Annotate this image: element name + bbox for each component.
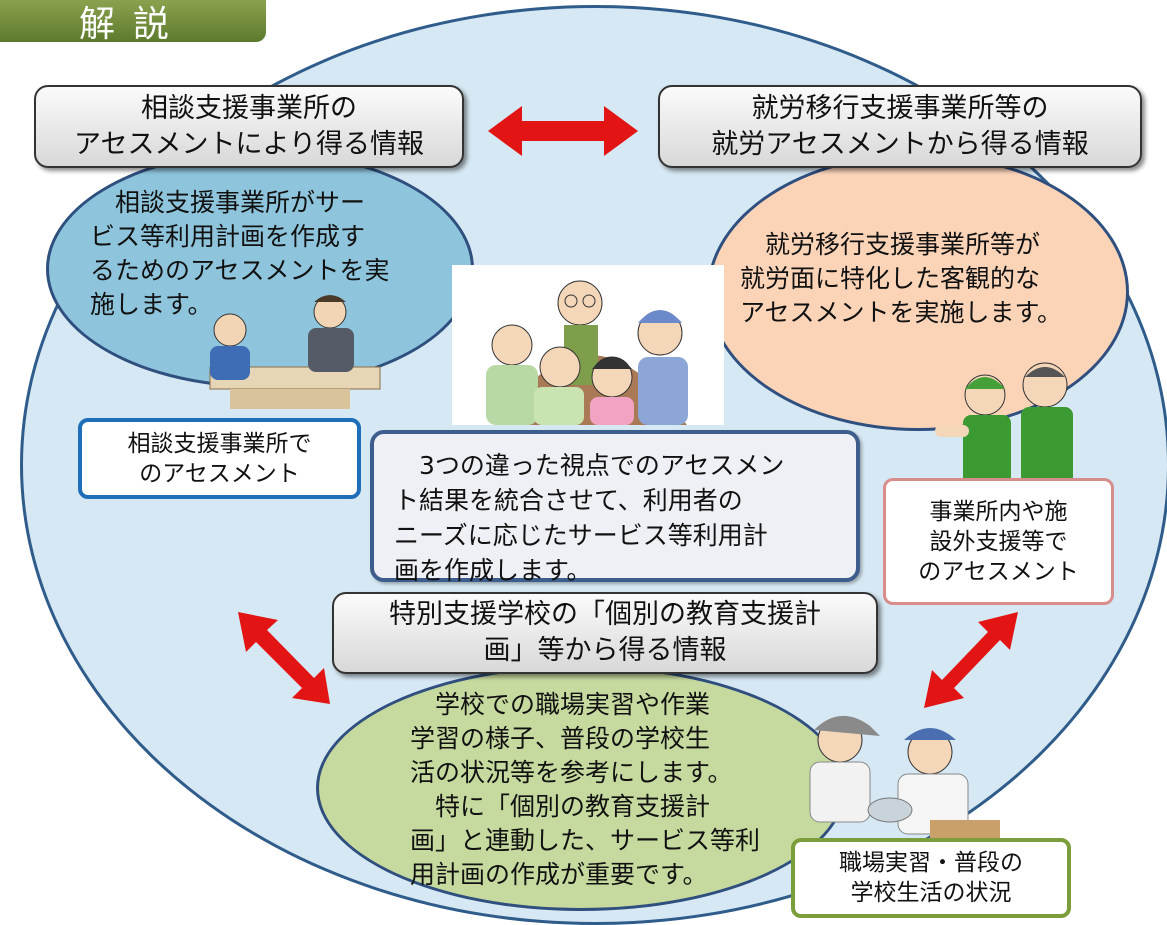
work-label: 事業所内や施 設外支援等で のアセスメント xyxy=(883,478,1114,605)
arrow-consult-school xyxy=(238,612,330,704)
consult-illustration xyxy=(209,295,381,409)
school-ellipse-text: 学校での職場実習や作業 学習の様子、普段の学校生 活の状況等を参考にします。 特… xyxy=(410,690,761,889)
arrow-consult-work xyxy=(488,106,638,156)
school-label: 職場実習・普段の 学校生活の状況 xyxy=(791,838,1071,918)
consult-header: 相談支援事業所の アセスメントにより得る情報 xyxy=(34,85,464,168)
consult-ellipse-text: 相談支援事業所がサー ビス等利用計画を作成す るためのアセスメントを実 施します… xyxy=(90,188,390,319)
consult-label: 相談支援事業所で のアセスメント xyxy=(78,418,361,499)
work-ellipse-text: 就労移行支援事業所等が 就労面に特化した客観的な アセスメントを実施します。 xyxy=(740,230,1063,327)
group-illustration xyxy=(452,265,724,425)
work-header: 就労移行支援事業所等の 就労アセスメントから得る情報 xyxy=(658,85,1142,168)
arrow-work-school xyxy=(924,612,1018,708)
school-ellipse xyxy=(316,665,846,911)
school-header: 特別支援学校の「個別の教育支援計 画」等から得る情報 xyxy=(332,592,878,674)
work-illustration xyxy=(935,362,1073,485)
center-summary: 3つの違った視点でのアセスメン ト結果を統合させて、利用者の ニーズに応じたサー… xyxy=(370,430,860,585)
consult-ellipse xyxy=(46,150,474,388)
section-tag: 解説 xyxy=(0,0,266,45)
school-illustration xyxy=(809,715,1000,846)
